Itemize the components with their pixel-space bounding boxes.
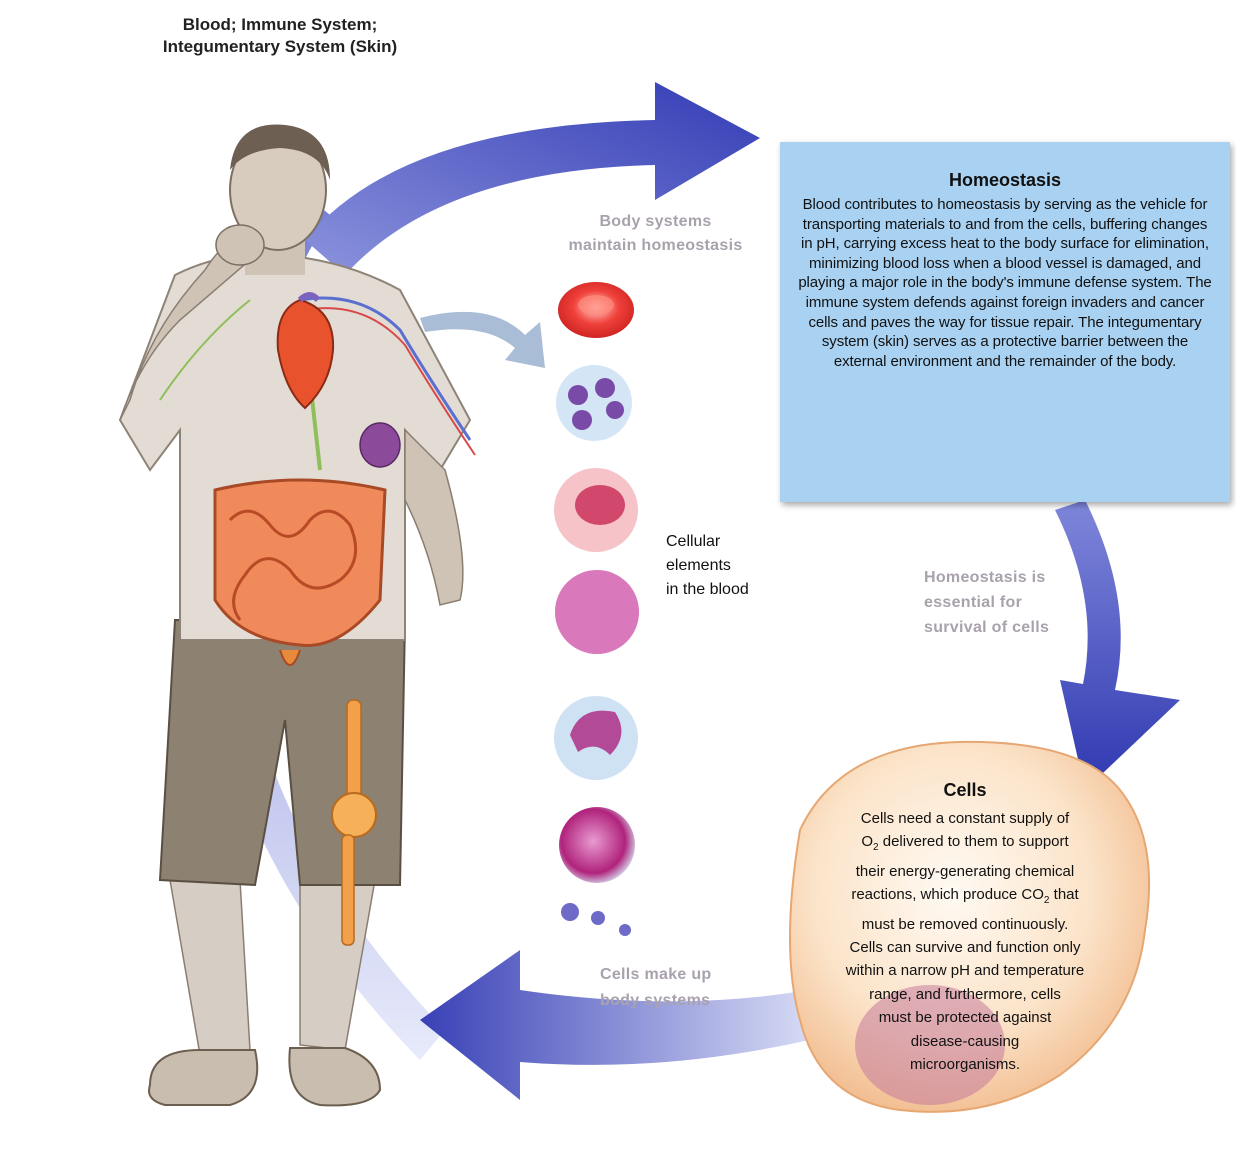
blood-cells-pointer-arrow [420,312,545,368]
homeostasis-box: Homeostasis Blood contributes to homeost… [780,142,1230,502]
platelet-2 [591,911,605,925]
lymphocyte-cell [559,807,635,883]
blood-cells [554,282,639,936]
cells-make-up-label: Cells make up body systems [600,962,712,1014]
platelet-1 [561,903,579,921]
cells-heading: Cells [800,780,1130,801]
platelet-3 [619,924,631,936]
cells-description: Cells Cells need a constant supply of O2… [800,780,1130,1076]
human-figure [120,125,475,1106]
homeostasis-essential-label: Homeostasis is essential for survival of… [924,565,1049,640]
page-title: Blood; Immune System; Integumentary Syst… [110,14,450,58]
title-line-1: Blood; Immune System; [110,14,450,36]
title-line-2: Integumentary System (Skin) [110,36,450,58]
body-systems-label: Body systems maintain homeostasis [553,210,758,258]
homeostasis-description: Blood contributes to homeostasis by serv… [798,195,1212,371]
cellular-elements-label: Cellular elements in the blood [666,530,749,602]
homeostasis-heading: Homeostasis [780,170,1230,191]
right-arrow [1055,500,1180,790]
